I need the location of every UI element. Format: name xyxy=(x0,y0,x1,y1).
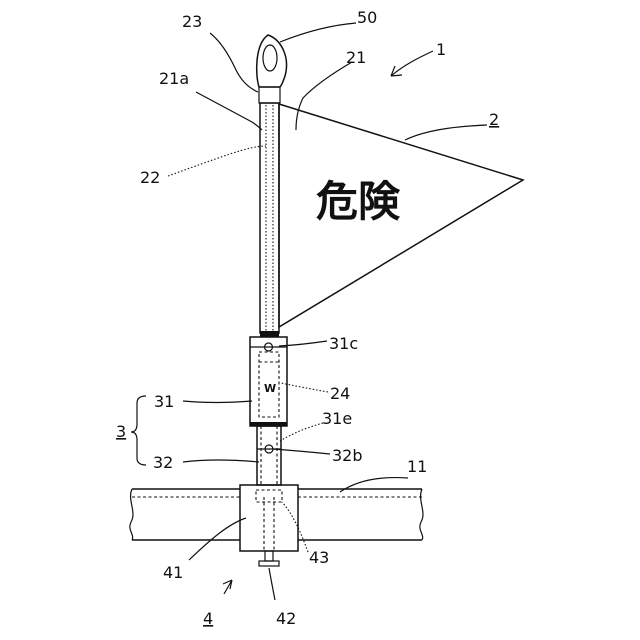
label-31e: 31e xyxy=(322,409,352,428)
label-32b: 32b xyxy=(332,446,363,465)
label-2: 2 xyxy=(489,110,499,129)
label-1: 1 xyxy=(436,40,446,59)
label-24: 24 xyxy=(330,384,350,403)
lower-sleeve-32 xyxy=(257,426,281,485)
label-31c: 31c xyxy=(329,334,358,353)
label-4: 4 xyxy=(203,609,213,628)
rail-11 xyxy=(130,489,423,540)
label-41: 41 xyxy=(163,563,183,582)
pole-21 xyxy=(259,87,280,337)
label-23: 23 xyxy=(182,12,202,31)
label-50: 50 xyxy=(357,8,377,27)
label-22: 22 xyxy=(140,168,160,187)
leader-lines xyxy=(131,23,487,600)
label-42: 42 xyxy=(276,609,296,628)
flag-text: 危険 xyxy=(316,177,401,226)
label-3: 3 xyxy=(116,422,126,441)
label-43: 43 xyxy=(309,548,329,567)
top-knob-50 xyxy=(257,35,287,87)
label-11: 11 xyxy=(407,457,427,476)
label-31: 31 xyxy=(154,392,174,411)
label-32: 32 xyxy=(153,453,173,472)
label-21a: 21a xyxy=(159,69,189,88)
mark-w: W xyxy=(264,382,276,395)
label-21: 21 xyxy=(346,48,366,67)
screw-42 xyxy=(259,551,279,566)
clamp-41 xyxy=(240,485,298,551)
